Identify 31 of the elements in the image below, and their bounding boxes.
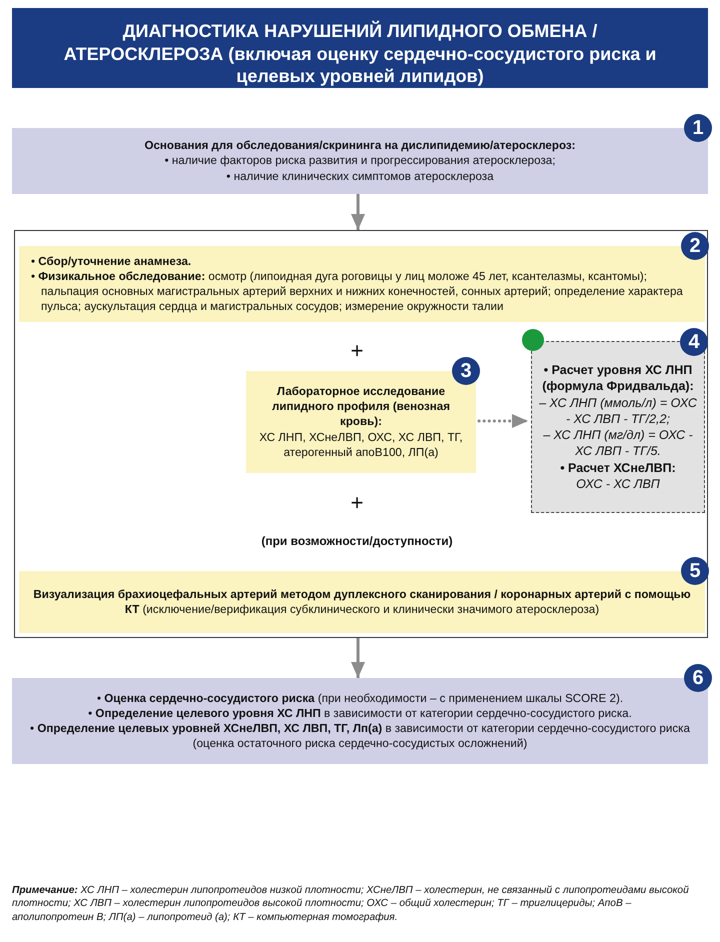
step-number-badge: 3 — [452, 357, 480, 385]
step-number-badge: 1 — [684, 114, 712, 142]
node-text: • Определение целевых уровней ХСнеЛВП, ХС ЛВП, ТГ, Лп(а) в зависимости от категории сердечно-сосудистого риска (оценка остаточного риска сердечно-сосудистых осложнений) — [29, 721, 691, 752]
examination-frame — [14, 230, 708, 638]
node-text: ХС ЛНП, ХСнеЛВП, ОХС, ХС ЛВП, ТГ, атерогенный апоВ100, ЛП(а) — [258, 430, 464, 460]
node-text: • Сбор/уточнение анамнеза. — [31, 254, 192, 269]
footnote-text: Примечание: ХС ЛНП – холестерин липопротеидов низкой плотности; ХСнеЛВП – холестерин, не связанный с липопротеидами высокой плотности; ХС ЛВП – холестерин липопротеидов высокой плотности; ОХС – общий холестерин; ТГ – триглицериды; АпоВ – аполипопротеин В; ЛП(а) – липопротеид (а); КТ – компьютерная томография. — [12, 884, 690, 924]
node-text: • Определение целевого уровня ХС ЛНП в зависимости от категории сердечно-сосудистого риска. — [87, 706, 633, 721]
node-text: Основания для обследования/скрининга на дислипидемию/атеросклероз: — [143, 138, 577, 154]
node-text: • Расчет уровня ХС ЛНП (формула Фридвальда): — [541, 362, 695, 394]
step-number-badge: 6 — [684, 664, 712, 692]
node-text: • наличие клинических симптомов атеросклероза — [225, 168, 495, 184]
node-text: • Оценка сердечно-сосудистого риска (при необходимости – с применением шкалы SCORE 2). — [96, 690, 624, 706]
node-text: • Физикальное обследование: осмотр (липоидная дуга роговицы у лиц моложе 45 лет, ксантелазмы, ксантомы); пальпация основных магистральных артерий верхних и нижних конечностей, сонных артерий; определение характера пульса; аускультация сердца и магистральных сосудов; измерение окружности талии — [31, 268, 684, 314]
condition-note: (при возможности/доступности) — [260, 534, 454, 548]
node-text: – ХС ЛНП (мг/дл) = ОХС - ХС ЛВП - ТГ/5. — [542, 427, 694, 460]
node-text: Лабораторное исследование липидного профиля (венозная кровь): — [270, 384, 452, 430]
node-text: Визуализация брахиоцефальных артерий методом дуплексного сканирования / коронарных артерий с помощью КТ (исключение/верификация субклинического и клинически значимого атеросклероза) — [32, 586, 692, 618]
arrow — [351, 194, 365, 230]
dotted-arrow — [478, 414, 530, 428]
node-text: – ХС ЛНП (ммоль/л) = ОХС - ХС ЛВП - ТГ/2,2; — [538, 394, 698, 427]
title-banner: ДИАГНОСТИКА НАРУШЕНИЙ ЛИПИДНОГО ОБМЕНА / АТЕРОСКЛЕРОЗА (включая оценку сердечно-сосудистого риска и целевых уровней липидов) — [12, 8, 708, 88]
arrow — [351, 638, 365, 678]
node-text: ОХС - ХС ЛВП — [575, 476, 661, 492]
node-text: • Расчет ХСнеЛВП: — [559, 460, 677, 476]
node-text: • наличие факторов риска развития и прогрессирования атеросклероза; — [164, 153, 556, 169]
step-number-badge: 4 — [680, 328, 708, 356]
step-number-badge: 2 — [681, 232, 709, 260]
plus-sign: + — [350, 340, 364, 362]
plus-sign: + — [350, 492, 364, 514]
step-number-badge: 5 — [681, 557, 709, 585]
